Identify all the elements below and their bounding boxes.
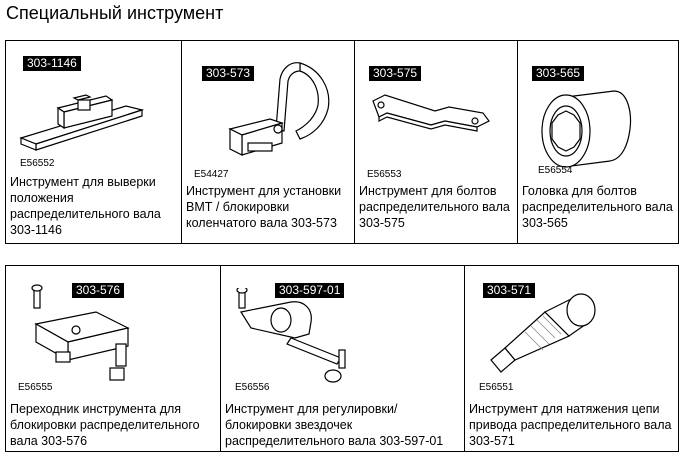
- tool-cell-303-571: 303-571 E56551 Инструмент для натяжения …: [464, 266, 678, 451]
- figure-code: E56553: [367, 169, 402, 180]
- tool-cell-303-565: 303-565 E56554 Головка для болтов распре…: [517, 41, 678, 243]
- tool-description: Инструмент для болтов распределительного…: [359, 184, 510, 230]
- tool-cell-303-597-01: 303-597-01 E56556 Инструмент для регулир…: [220, 266, 464, 451]
- camshaft-bolt-tool-illustration: [372, 94, 490, 132]
- tools-table-row-1: 303-1146 E56552 Инструмент для выверки п…: [5, 40, 679, 244]
- tool-tag: 303-576: [72, 283, 125, 298]
- tool-tag: 303-1146: [23, 56, 81, 71]
- alignment-bar-illustration: [19, 94, 145, 151]
- tool-description: Инструмент для выверки положения распред…: [10, 175, 161, 237]
- figure-code: E56552: [20, 158, 55, 169]
- sprocket-adjust-tool-illustration: [236, 288, 346, 383]
- socket-head-illustration: [541, 90, 632, 168]
- tool-description: Инструмент для натяжения цепи привода ра…: [469, 402, 672, 448]
- figure-code: E56556: [235, 382, 270, 393]
- tool-description: Переходник инструмента для блокировки ра…: [10, 402, 200, 448]
- page-title: Специальный инструмент: [6, 3, 224, 23]
- figure-code: E56555: [18, 382, 53, 393]
- tool-tag: 303-575: [369, 66, 422, 81]
- tools-table-row-2: 303-576 E56555 Переходник инструмента дл…: [5, 265, 679, 452]
- tool-description: Головка для болтов распределительного ва…: [522, 184, 673, 230]
- figure-code: E56551: [479, 382, 514, 393]
- tool-tag: 303-597-01: [275, 283, 345, 298]
- tool-cell-303-573: 303-573 E54427 Инструмент для установки …: [181, 41, 354, 243]
- crank-lock-tool-illustration: [228, 62, 330, 156]
- figure-code: E56554: [538, 165, 573, 176]
- tool-cell-303-576: 303-576 E56555 Переходник инструмента дл…: [6, 266, 220, 451]
- tool-cell-303-1146: 303-1146 E56552 Инструмент для выверки п…: [6, 41, 181, 243]
- tool-tag: 303-571: [483, 283, 536, 298]
- camshaft-lock-adapter-illustration: [31, 284, 130, 381]
- tool-description: Инструмент для установки ВМТ / блокировк…: [186, 184, 342, 230]
- chain-tensioner-tool-illustration: [490, 293, 596, 373]
- tool-tag: 303-565: [532, 66, 585, 81]
- tool-cell-303-575: 303-575 E56553 Инструмент для болтов рас…: [354, 41, 517, 243]
- tool-tag: 303-573: [202, 66, 255, 81]
- figure-code: E54427: [194, 169, 229, 180]
- tool-description: Инструмент для регулировки/блокировки зв…: [225, 402, 444, 448]
